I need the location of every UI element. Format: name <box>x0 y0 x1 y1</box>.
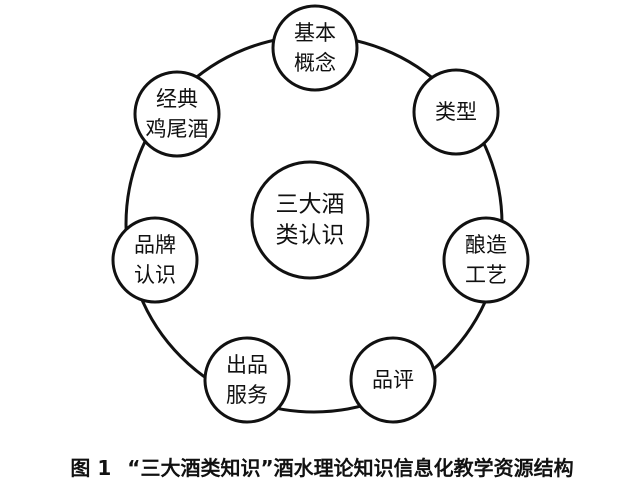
node-label-cocktail-2: 鸡尾酒 <box>146 117 209 141</box>
node-label-center-1: 三大酒 <box>276 192 345 218</box>
node-types: 类型 <box>412 68 500 156</box>
node-circle-tasting <box>349 336 437 424</box>
node-circle-brewing <box>442 216 530 304</box>
node-label-center-2: 类认识 <box>276 223 345 249</box>
node-label-concept-1: 基本 <box>294 21 336 45</box>
figure-number: 图 1 <box>70 456 112 480</box>
node-label-concept-2: 概念 <box>294 51 336 75</box>
figure-title: “三大酒类知识”酒水理论知识信息化教学资源结构 <box>127 456 574 480</box>
node-label-service-1: 出品 <box>226 353 268 377</box>
node-label-service-2: 服务 <box>226 383 268 407</box>
node-circle-cocktail <box>133 70 221 158</box>
node-label-cocktail-1: 经典 <box>156 87 198 111</box>
node-circle-center <box>250 160 370 280</box>
node-label-brewing-1: 酿造 <box>465 233 507 257</box>
node-circle-concept <box>271 4 359 92</box>
figure-caption: 图 1 “三大酒类知识”酒水理论知识信息化教学资源结构 <box>0 452 644 481</box>
node-label-brand-2: 认识 <box>134 263 176 287</box>
node-circle-service <box>203 336 291 424</box>
node-tasting: 品评 <box>349 336 437 424</box>
node-circle-brand <box>111 216 199 304</box>
node-label-types-1: 类型 <box>435 100 477 124</box>
node-circle-types <box>412 68 500 156</box>
node-label-tasting-1: 品评 <box>372 368 414 392</box>
node-label-brand-1: 品牌 <box>134 233 176 257</box>
node-label-brewing-2: 工艺 <box>465 263 507 287</box>
